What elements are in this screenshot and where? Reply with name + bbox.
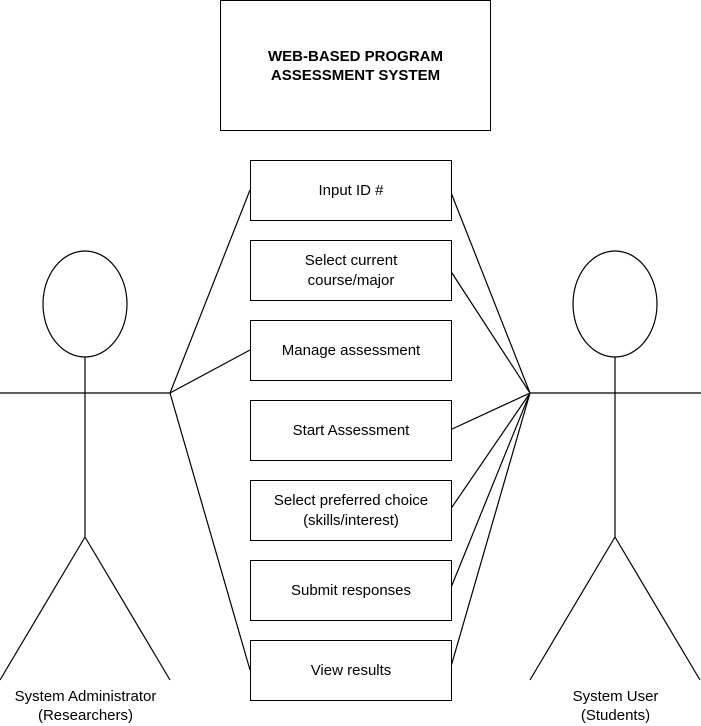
use-case-view-results: View results <box>250 640 452 701</box>
admin-actor-head <box>42 250 128 358</box>
use-case-submit-responses: Submit responses <box>250 560 452 621</box>
use-case-input-id: Input ID # <box>250 160 452 221</box>
user-actor-right-leg <box>614 536 701 681</box>
use-case-start-assessment: Start Assessment <box>250 400 452 461</box>
admin-assoc-manage-assessment <box>169 349 251 394</box>
user-assoc-select-choice <box>449 392 531 511</box>
user-assoc-submit-responses <box>449 392 531 591</box>
user-assoc-view-results <box>449 392 531 671</box>
admin-actor-right-leg <box>84 536 171 681</box>
user-assoc-input-id <box>449 189 531 394</box>
user-assoc-start-assessment <box>449 392 531 431</box>
admin-assoc-input-id <box>169 189 251 394</box>
use-case-manage-assessment: Manage assessment <box>250 320 452 381</box>
user-actor-label: System User (Students) <box>572 688 659 724</box>
user-assoc-select-course <box>449 269 531 394</box>
admin-actor-figure <box>0 250 171 681</box>
admin-actor-label: System Administrator (Researchers) <box>14 688 157 724</box>
user-actor-head <box>572 250 658 358</box>
admin-assoc-view-results <box>169 392 251 671</box>
use-case-select-course: Select current course/major <box>250 240 452 301</box>
user-actor-figure <box>529 250 701 681</box>
user-actor-left-leg <box>529 536 616 681</box>
system-title-box: WEB-BASED PROGRAM ASSESSMENT SYSTEM <box>220 0 491 131</box>
admin-actor-left-leg <box>0 536 86 681</box>
use-case-select-choice: Select preferred choice (skills/interest… <box>250 480 452 541</box>
